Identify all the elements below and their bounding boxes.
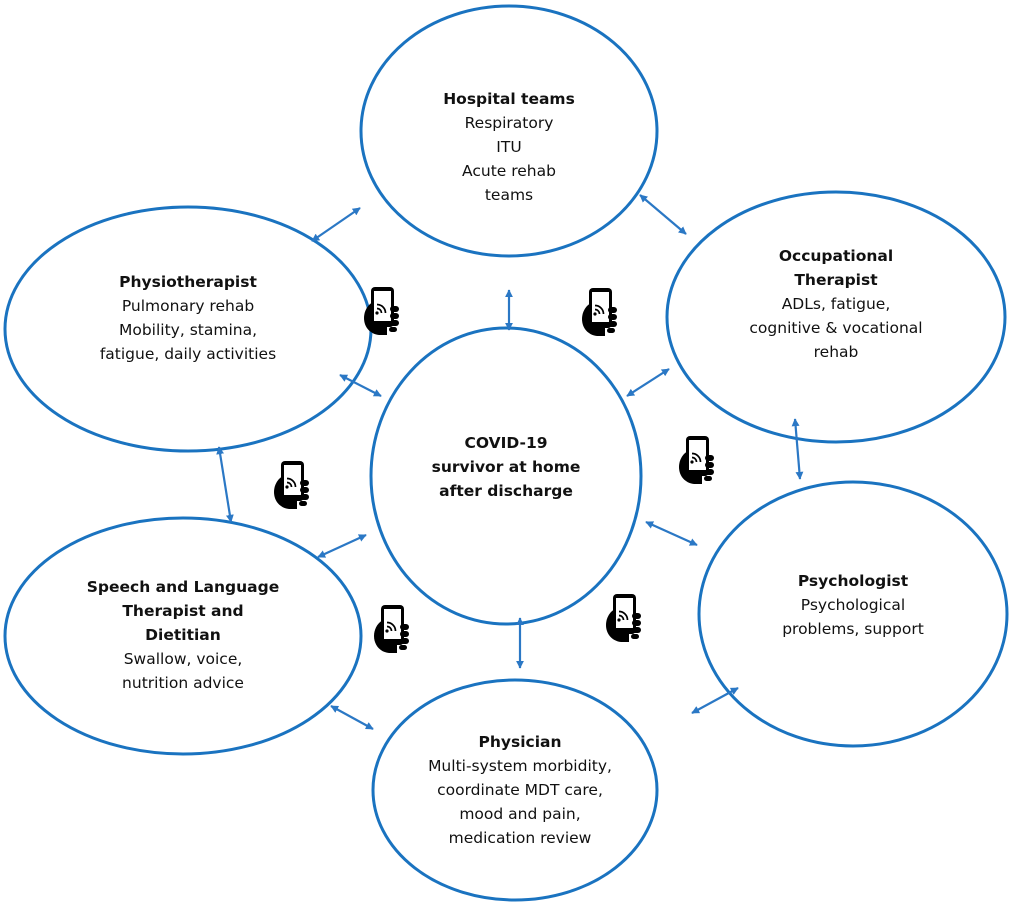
speech-dietitian-label: Speech and Language Therapist and Dietit…: [53, 575, 313, 695]
arrow-speech-physician: [330, 705, 374, 730]
physiotherapist-label: Physiotherapist Pulmonary rehab Mobility…: [58, 270, 318, 366]
node-line: rehab: [813, 343, 859, 361]
physician-label: Physician Multi-system morbidity, coordi…: [405, 730, 635, 850]
node-title: Therapist: [794, 271, 878, 289]
node-line: fatigue, daily activities: [99, 345, 277, 363]
node-title: Speech and Language: [86, 578, 280, 596]
psychologist-ellipse: [697, 480, 1009, 748]
phone-in-hand-icon: [605, 593, 642, 643]
node-title: Dietitian: [145, 626, 221, 644]
arrow-physician-psychologist: [691, 687, 739, 714]
node-line: Psychological: [800, 596, 906, 614]
arrow-physio-speech: [216, 446, 234, 523]
arrow-center-occupational: [626, 368, 670, 397]
phone-in-hand-icon: [273, 460, 310, 510]
node-line: coordinate MDT care,: [437, 781, 603, 799]
node-line: mood and pain,: [459, 805, 581, 823]
arrow-physio-hospital: [311, 207, 361, 242]
node-title: Psychologist: [797, 572, 909, 590]
hospital-teams-label: Hospital teams Respiratory ITU Acute reh…: [409, 87, 609, 207]
node-title: Occupational: [778, 247, 894, 265]
occupational-therapist-label: Occupational Therapist ADLs, fatigue, co…: [706, 244, 966, 364]
arrow-center-psychologist: [645, 520, 698, 547]
phone-in-hand-icon: [373, 604, 410, 654]
phone-in-hand-icon: [678, 435, 715, 485]
node-line: medication review: [448, 829, 592, 847]
phone-in-hand-icon: [363, 286, 400, 336]
node-line: problems, support: [782, 620, 924, 638]
node-line: Respiratory: [464, 114, 554, 132]
node-title: Physiotherapist: [119, 273, 257, 291]
node-line: ITU: [496, 138, 522, 156]
arrow-hospital-occupational: [639, 194, 687, 235]
phone-in-hand-icon: [581, 287, 618, 337]
arrow-occupational-psychologist: [791, 418, 804, 480]
node-line: Mobility, stamina,: [118, 321, 258, 339]
arrow-center-speech: [317, 534, 367, 558]
node-line: cognitive & vocational: [749, 319, 923, 337]
node-title: COVID-19: [464, 434, 548, 452]
node-line: ADLs, fatigue,: [781, 295, 891, 313]
psychologist-label: Psychologist Psychological problems, sup…: [763, 569, 943, 641]
node-line: Pulmonary rehab: [121, 297, 255, 315]
node-title: survivor at home: [431, 458, 581, 476]
node-line: Multi-system morbidity,: [428, 757, 612, 775]
arrow-physio-center: [339, 374, 382, 397]
node-title: Physician: [478, 733, 562, 751]
node-title: after discharge: [439, 482, 573, 500]
occupational-therapist-ellipse: [665, 190, 1007, 444]
center-label: COVID-19 survivor at home after discharg…: [406, 431, 606, 503]
node-line: teams: [484, 186, 534, 204]
node-line: Swallow, voice,: [123, 650, 243, 668]
node-line: Acute rehab: [462, 162, 556, 180]
node-title: Therapist and: [122, 602, 244, 620]
node-title: Hospital teams: [443, 90, 575, 108]
node-line: nutrition advice: [122, 674, 244, 692]
physician-ellipse: [371, 678, 659, 902]
speech-dietitian-ellipse: [3, 516, 363, 756]
hospital-teams-ellipse: [359, 4, 659, 258]
